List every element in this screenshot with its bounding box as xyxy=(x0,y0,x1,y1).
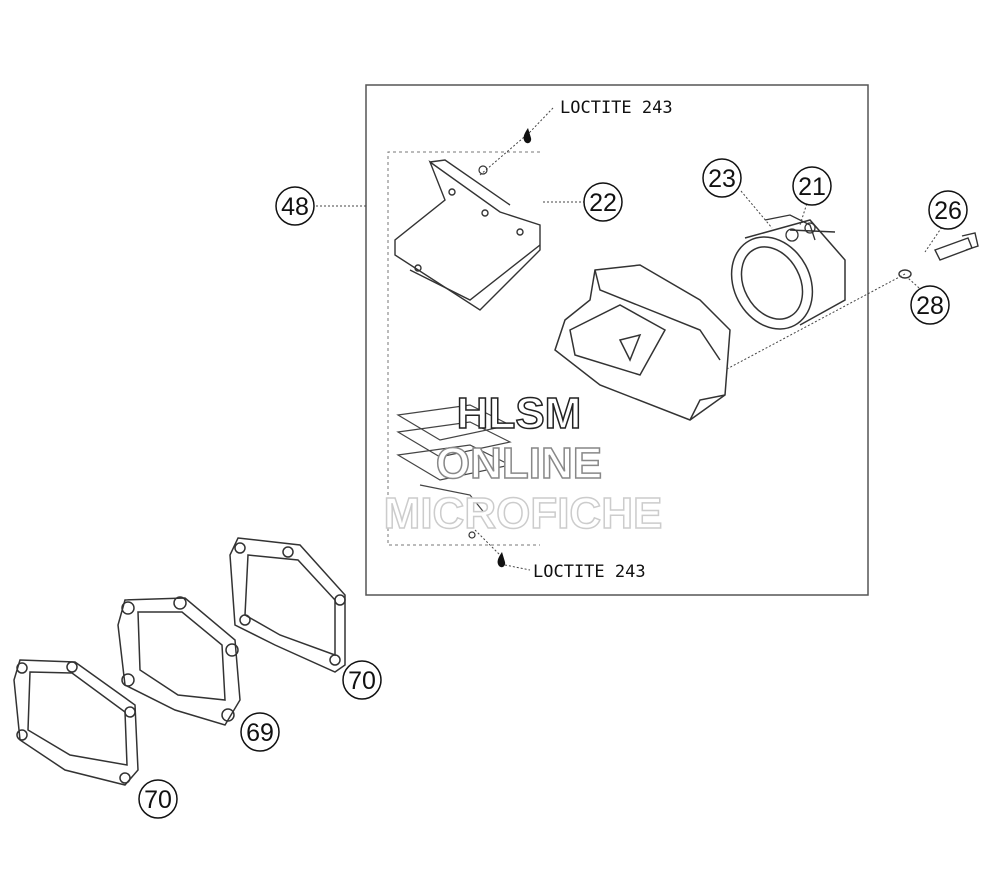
loctite-note-bottom: LOCTITE 243 xyxy=(533,562,646,582)
callout-28-text: 28 xyxy=(916,292,944,320)
callout-26: 26 xyxy=(928,190,968,230)
callout-23: 23 xyxy=(702,158,742,198)
loctite-drop-icon xyxy=(523,128,532,144)
screw-drawing xyxy=(468,165,488,539)
reed-petals-drawing xyxy=(396,404,512,521)
callout-22: 22 xyxy=(583,182,623,222)
callout-26-text: 26 xyxy=(934,197,962,225)
washer-drawing xyxy=(898,269,912,279)
gasket-70-lower-drawing xyxy=(13,659,139,786)
callout-70-upper: 70 xyxy=(342,660,382,700)
assembly-frame xyxy=(365,84,869,596)
spacer-69-drawing xyxy=(117,596,241,726)
callout-28: 28 xyxy=(910,285,950,325)
bolt-drawing xyxy=(934,232,979,261)
loctite-drop-icon xyxy=(497,552,506,568)
hose-clamp-drawing xyxy=(764,214,816,242)
callout-69: 69 xyxy=(240,712,280,752)
callout-21: 21 xyxy=(792,166,832,206)
callout-48-text: 48 xyxy=(281,193,309,221)
callout-70-lower-text: 70 xyxy=(144,786,172,814)
callout-69-text: 69 xyxy=(246,719,274,747)
watermark-line-3: MICROFICHE xyxy=(384,489,663,538)
callout-70-lower: 70 xyxy=(138,779,178,819)
reed-housing-drawing xyxy=(554,264,731,421)
reed-group-bracket xyxy=(387,151,540,546)
watermark-line-2: ONLINE xyxy=(436,439,602,488)
watermark-line-1: HLSM xyxy=(457,389,582,438)
loctite-note-top: LOCTITE 243 xyxy=(560,98,673,118)
callout-23-text: 23 xyxy=(708,165,736,193)
intake-boot-drawing xyxy=(730,219,846,330)
reed-plate-drawing xyxy=(394,159,541,311)
callout-48: 48 xyxy=(275,186,315,226)
watermark: HLSM ONLINE MICROFICHE xyxy=(383,388,663,539)
gasket-70-upper-drawing xyxy=(229,537,346,673)
callout-21-text: 21 xyxy=(798,173,826,201)
callout-70-upper-text: 70 xyxy=(348,667,376,695)
callout-22-text: 22 xyxy=(589,189,617,217)
